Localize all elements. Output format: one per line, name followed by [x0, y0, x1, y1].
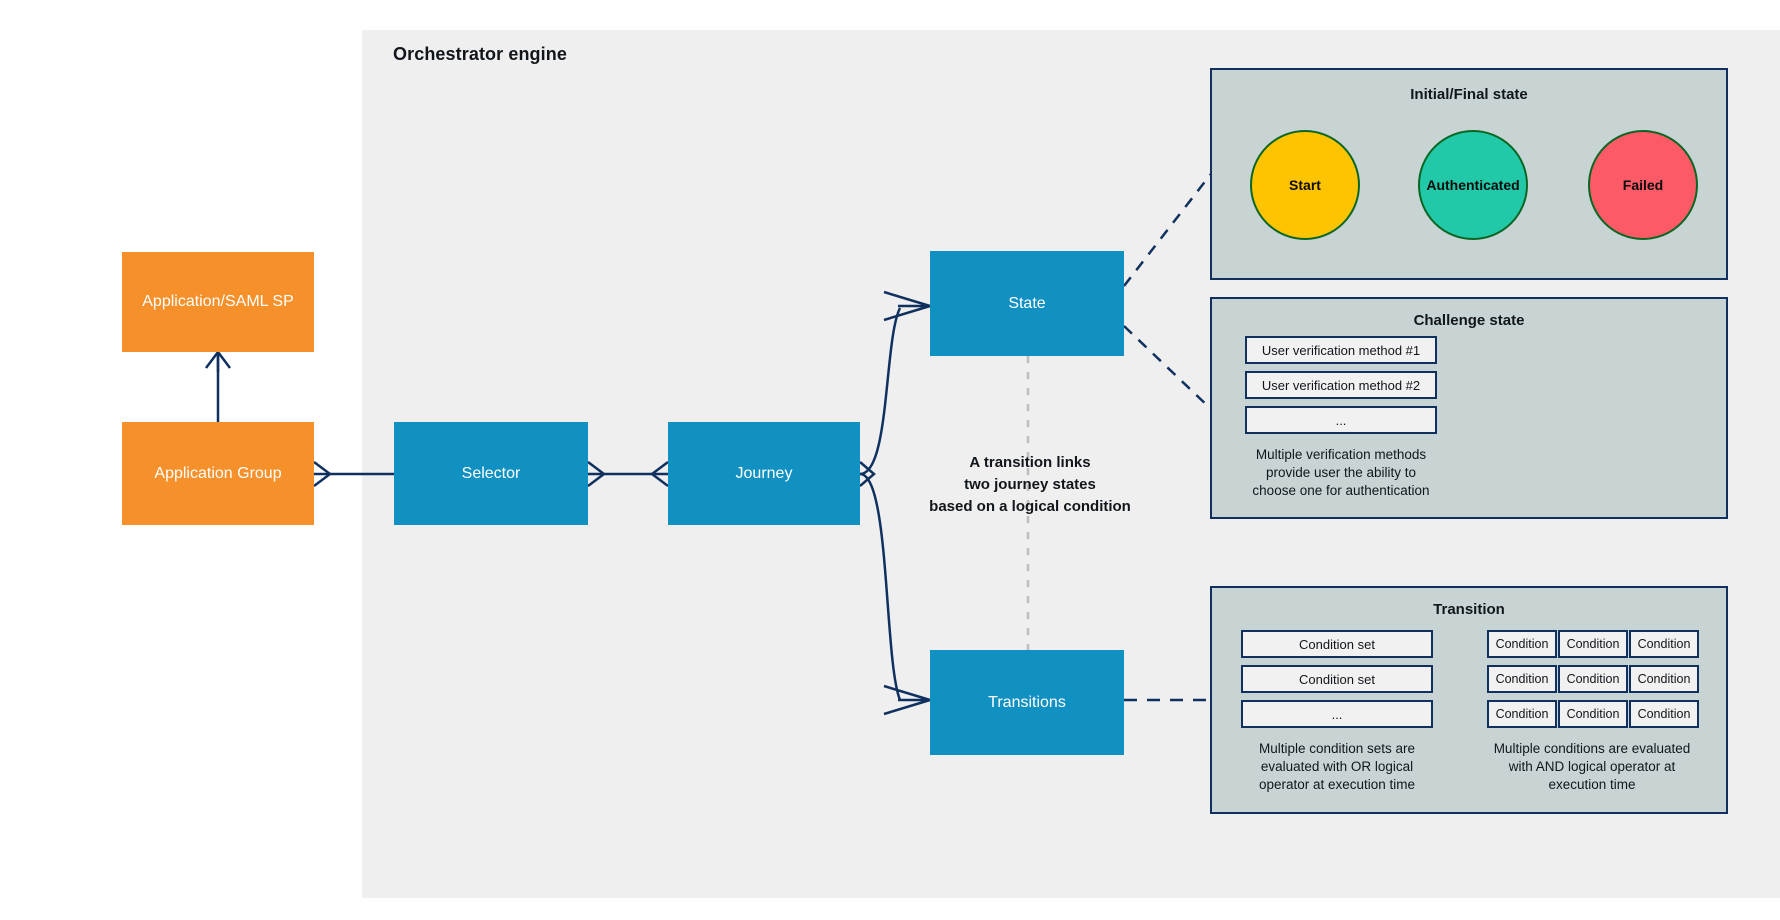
- condition-set-more-label: ...: [1331, 706, 1343, 722]
- node-journey[interactable]: Journey: [668, 422, 860, 525]
- transition-caption-right: Multiple conditions are evaluated with A…: [1470, 740, 1714, 795]
- challenge-verification-method-1-label: User verification method #1: [1261, 342, 1421, 358]
- challenge-verification-method-more-label: ...: [1335, 412, 1347, 428]
- node-selector[interactable]: Selector: [394, 422, 588, 525]
- condition-cell-r2c2-label: Condition: [1566, 672, 1620, 686]
- initial-final-state-title: Initial/Final state: [1410, 86, 1528, 103]
- condition-cell-r2c3-label: Condition: [1637, 672, 1691, 686]
- transition-explanation-note: A transition links two journey states ba…: [880, 452, 1180, 517]
- transition-caption-right-line-1: Multiple conditions are evaluated: [1493, 741, 1691, 756]
- condition-cell-r3c1-label: Condition: [1495, 707, 1549, 721]
- challenge-state-title: Challenge state: [1413, 312, 1525, 329]
- node-application-group[interactable]: Application Group: [122, 422, 314, 525]
- node-application-saml-sp-label: Application/SAML SP: [142, 293, 294, 310]
- circle-start[interactable]: Start: [1250, 130, 1360, 240]
- transition-caption-left-line-2: evaluated with OR logical: [1260, 759, 1414, 775]
- condition-set-2[interactable]: Condition set: [1241, 665, 1433, 693]
- transition-caption-left-line-1: Multiple condition sets are: [1258, 741, 1416, 756]
- condition-cell-r2c2[interactable]: Condition: [1558, 665, 1628, 693]
- challenge-verification-method-2-label: User verification method #2: [1261, 377, 1421, 393]
- node-application-group-label: Application Group: [154, 464, 282, 482]
- transition-caption-right-line-3: execution time: [1548, 777, 1636, 793]
- node-transitions[interactable]: Transitions: [930, 650, 1124, 755]
- transition-title: Transition: [1433, 601, 1505, 618]
- node-selector-label: Selector: [461, 464, 521, 482]
- condition-cell-r1c1-label: Condition: [1495, 637, 1549, 651]
- condition-cell-r1c2-label: Condition: [1566, 637, 1620, 651]
- challenge-verification-method-more[interactable]: ...: [1245, 406, 1437, 434]
- condition-cell-r1c1[interactable]: Condition: [1487, 630, 1557, 658]
- circle-authenticated-label: Authenticated: [1426, 177, 1520, 193]
- condition-cell-r2c1[interactable]: Condition: [1487, 665, 1557, 693]
- transition-caption-right-line-2: with AND logical operator at: [1508, 759, 1676, 775]
- condition-cell-r1c2[interactable]: Condition: [1558, 630, 1628, 658]
- condition-cell-r3c3-label: Condition: [1637, 707, 1691, 721]
- transition-note-line-3: based on a logical condition: [929, 497, 1131, 515]
- transition-note-line-1: A transition links: [969, 454, 1091, 471]
- challenge-caption-line-3: choose one for authentication: [1252, 483, 1430, 499]
- transition-caption-left: Multiple condition sets are evaluated wi…: [1233, 740, 1441, 795]
- condition-set-more[interactable]: ...: [1241, 700, 1433, 728]
- transition-caption-left-line-3: operator at execution time: [1258, 777, 1416, 793]
- challenge-state-caption: Multiple verification methods provide us…: [1235, 446, 1447, 501]
- node-journey-label: Journey: [735, 464, 793, 482]
- arrowhead-up-samlsp: [205, 349, 231, 369]
- condition-cell-r3c3[interactable]: Condition: [1629, 700, 1699, 728]
- circle-failed-label: Failed: [1622, 177, 1664, 193]
- node-application-saml-sp[interactable]: Application/SAML SP: [122, 252, 314, 352]
- condition-cell-r1c3[interactable]: Condition: [1629, 630, 1699, 658]
- condition-cell-r2c1-label: Condition: [1495, 672, 1549, 686]
- node-state[interactable]: State: [930, 251, 1124, 356]
- condition-set-2-label: Condition set: [1299, 671, 1375, 687]
- circle-failed[interactable]: Failed: [1588, 130, 1698, 240]
- condition-cell-r2c3[interactable]: Condition: [1629, 665, 1699, 693]
- node-transitions-label: Transitions: [988, 693, 1066, 711]
- orchestrator-engine-title: Orchestrator engine: [393, 44, 567, 64]
- arrowhead-right-selector: [313, 461, 333, 487]
- circle-authenticated[interactable]: Authenticated: [1418, 130, 1528, 240]
- condition-set-1-label: Condition set: [1299, 636, 1375, 652]
- node-state-label: State: [1008, 294, 1046, 312]
- condition-cell-r1c3-label: Condition: [1637, 637, 1691, 651]
- transition-note-line-2: two journey states: [964, 475, 1096, 493]
- condition-cell-r3c1[interactable]: Condition: [1487, 700, 1557, 728]
- challenge-verification-method-2[interactable]: User verification method #2: [1245, 371, 1437, 399]
- challenge-verification-method-1[interactable]: User verification method #1: [1245, 336, 1437, 364]
- condition-cell-r3c2-label: Condition: [1566, 707, 1620, 721]
- circle-start-label: Start: [1289, 177, 1321, 193]
- condition-set-1[interactable]: Condition set: [1241, 630, 1433, 658]
- challenge-caption-line-1: Multiple verification methods: [1255, 447, 1427, 462]
- condition-cell-r3c2[interactable]: Condition: [1558, 700, 1628, 728]
- challenge-caption-line-2: provide user the ability to: [1265, 465, 1417, 481]
